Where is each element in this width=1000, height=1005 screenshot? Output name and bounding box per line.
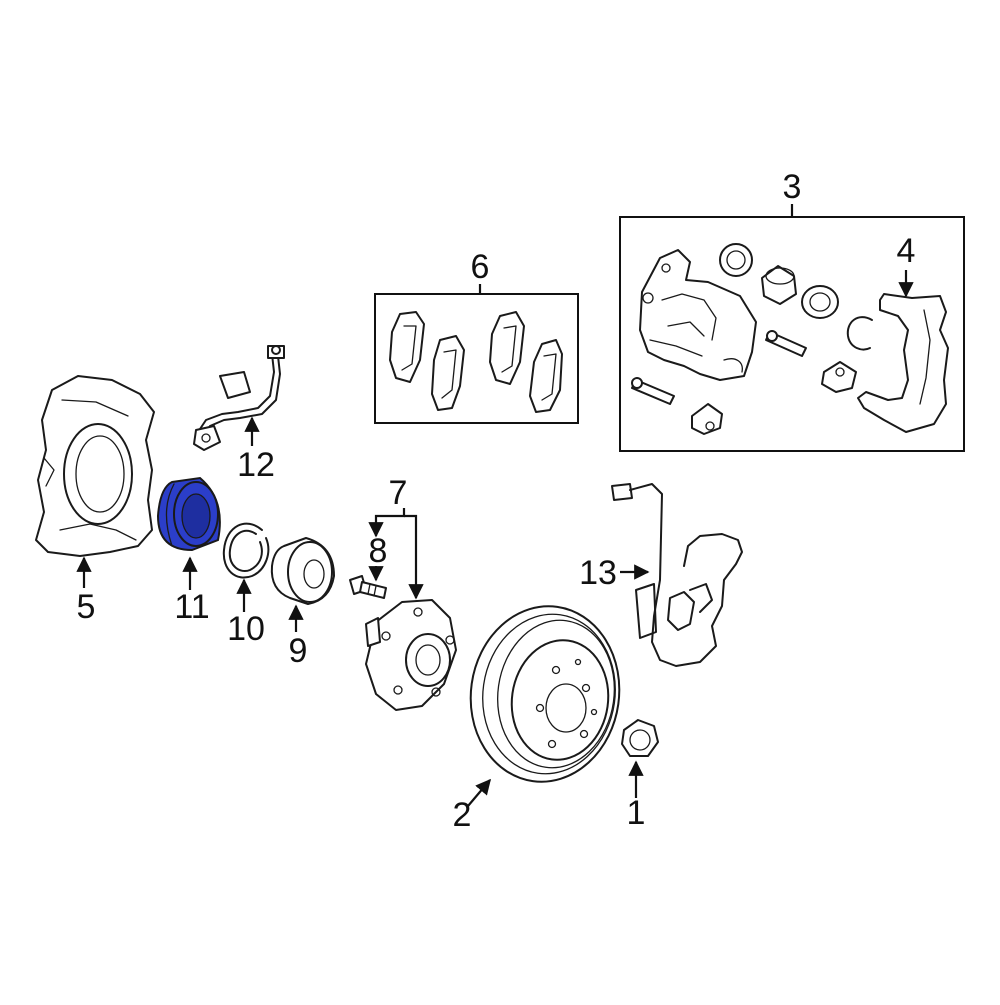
callout-labels: 1 2 3 4 5 6 7 8 9 10 11 12 13 [77,168,916,834]
brake-pad-2[interactable] [431,335,465,411]
bushing-lower[interactable] [691,403,723,435]
leader-7a [368,508,406,538]
splash-shield[interactable] [35,375,155,557]
callout-2: 2 [453,796,472,834]
piston-seal[interactable] [719,243,753,277]
callout-12: 12 [237,446,275,484]
abs-sensor-harness[interactable] [611,483,743,667]
callout-1: 1 [627,794,646,832]
lug-nut[interactable] [621,719,659,757]
caliper-bracket[interactable] [857,293,949,433]
brake-pad-1[interactable] [389,311,425,383]
dust-boot[interactable] [801,285,839,319]
brake-hose[interactable] [193,345,285,451]
callout-9: 9 [289,632,308,670]
caliper-piston[interactable] [761,265,797,305]
brake-pads-box[interactable] [374,284,579,424]
callout-7: 7 [389,474,408,512]
bushing-upper[interactable] [821,361,857,393]
leader-7b [404,514,424,600]
callout-4: 4 [897,232,916,270]
caliper-body[interactable] [639,249,757,381]
hub-bolt[interactable] [349,575,387,599]
retaining-ring[interactable] [846,316,873,351]
guide-pin-upper[interactable] [765,330,807,357]
guide-pin-lower[interactable] [631,377,675,405]
brake-rotor[interactable] [459,597,630,792]
brake-pad-3[interactable] [489,311,525,385]
callout-10: 10 [227,610,265,648]
wheel-bearing[interactable] [270,537,335,605]
snap-ring[interactable] [222,522,270,579]
wheel-hub[interactable] [365,599,457,711]
callout-5: 5 [77,588,96,626]
callout-11: 11 [174,588,209,626]
callout-8: 8 [369,532,388,570]
callout-13: 13 [579,554,617,592]
leader-lines [76,270,914,807]
caliper-assembly-box[interactable] [619,204,965,452]
callout-6: 6 [471,248,490,286]
brake-pad-4[interactable] [529,339,563,413]
hub-bearing-highlighted[interactable] [156,476,221,552]
callout-3: 3 [783,168,802,206]
leader-2 [467,778,491,807]
